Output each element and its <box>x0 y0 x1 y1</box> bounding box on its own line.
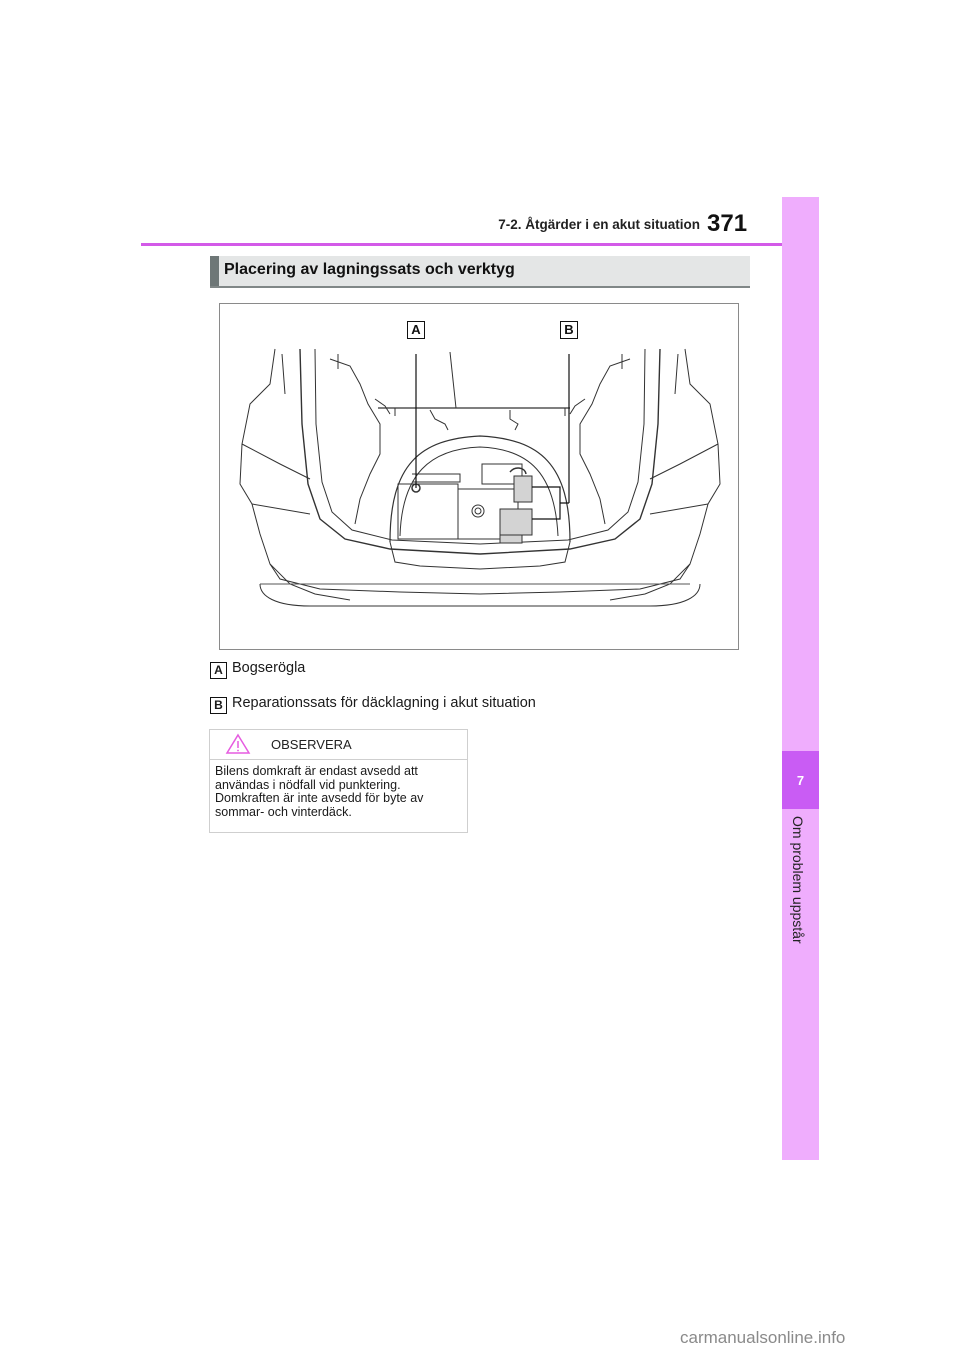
watermark: carmanualsonline.info <box>680 1328 846 1347</box>
legend-key-a: A <box>210 662 227 679</box>
legend-item-a: A Bogserögla <box>210 660 305 679</box>
chapter-tab[interactable]: 7 <box>782 751 819 809</box>
notice-line: sommar- och vinterdäck. <box>215 804 352 819</box>
trunk-illustration: A B <box>219 303 739 650</box>
notice-line: användas i nödfall vid punktering. <box>215 777 401 792</box>
chapter-sidebar <box>782 197 819 1160</box>
legend-text-b: Reparationssats för däcklagning i akut s… <box>232 695 536 711</box>
legend-item-b: B Reparationssats för däcklagning i akut … <box>210 695 536 714</box>
notice-body: Bilens domkraft är endast avsedd att anv… <box>210 760 467 819</box>
chapter-number: 7 <box>796 772 805 788</box>
chapter-title: Om problem uppstår <box>790 816 806 944</box>
notice-line: Domkraften är inte avsedd för byte av <box>215 791 424 805</box>
callout-b: B <box>560 321 578 339</box>
page-number: 371 <box>707 210 748 237</box>
header-divider <box>141 243 782 246</box>
notice-title: OBSERVERA <box>271 737 352 752</box>
section-heading-text: Placering av lagningssats och verktyg <box>224 261 515 278</box>
legend-key-b: B <box>210 697 227 714</box>
caution-notice: OBSERVERA Bilens domkraft är endast avse… <box>209 729 468 833</box>
notice-header: OBSERVERA <box>210 730 467 760</box>
heading-accent-bar <box>210 256 219 286</box>
section-heading: Placering av lagningssats och verktyg <box>210 256 750 288</box>
callout-a: A <box>407 321 425 339</box>
section-header-title: 7-2. Åtgärder i en akut situation <box>498 217 700 232</box>
legend-text-a: Bogserögla <box>232 660 306 676</box>
warning-triangle-icon <box>225 733 251 754</box>
notice-line: Bilens domkraft är endast avsedd att <box>215 764 418 778</box>
car-trunk-drawing <box>239 348 721 607</box>
